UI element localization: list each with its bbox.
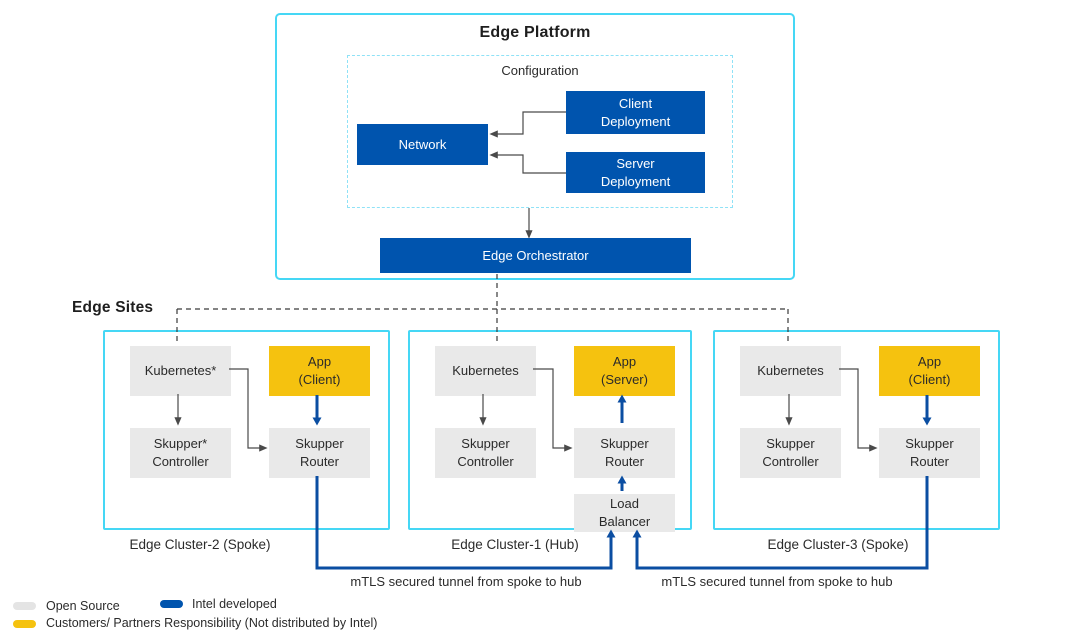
edge-platform-box [275, 13, 795, 280]
cluster-1-box: Kubernetes App (Server) Skupper Controll… [408, 330, 692, 532]
cluster1-load-balancer-node: Load Balancer [574, 494, 675, 532]
tunnel-label-left: mTLS secured tunnel from spoke to hub [350, 574, 582, 589]
cluster-2-box: Kubernetes* App (Client) Skupper* Contro… [103, 330, 390, 530]
cluster-1-label: Edge Cluster-1 (Hub) [451, 537, 579, 552]
legend-customers-label: Customers/ Partners Responsibility (Not … [46, 616, 378, 630]
legend-intel-developed-swatch [160, 600, 183, 608]
cluster-3-box: Kubernetes App (Client) Skupper Controll… [713, 330, 1000, 530]
legend-open-source-label: Open Source [46, 599, 120, 613]
legend-intel-developed-label: Intel developed [192, 597, 277, 611]
cluster1-kubernetes-node: Kubernetes [435, 346, 536, 396]
cluster2-app-client-node: App (Client) [269, 346, 370, 396]
cluster3-skupper-controller-node: Skupper Controller [740, 428, 841, 478]
legend-customers-swatch [13, 620, 36, 628]
configuration-title: Configuration [501, 63, 579, 78]
cluster-2-label: Edge Cluster-2 (Spoke) [129, 537, 271, 552]
cluster1-skupper-controller-node: Skupper Controller [435, 428, 536, 478]
server-deployment-node: Server Deployment [566, 152, 705, 193]
cluster3-app-client-node: App (Client) [879, 346, 980, 396]
legend-open-source-swatch [13, 602, 36, 610]
cluster3-skupper-router-node: Skupper Router [879, 428, 980, 478]
configuration-box [347, 55, 733, 208]
cluster2-skupper-router-node: Skupper Router [269, 428, 370, 478]
tunnel-label-right: mTLS secured tunnel from spoke to hub [661, 574, 893, 589]
cluster1-skupper-router-node: Skupper Router [574, 428, 675, 478]
cluster1-app-server-node: App (Server) [574, 346, 675, 396]
network-node: Network [357, 124, 488, 165]
edge-sites-title: Edge Sites [72, 299, 154, 316]
cluster-3-label: Edge Cluster-3 (Spoke) [767, 537, 909, 552]
cluster2-skupper-controller-node: Skupper* Controller [130, 428, 231, 478]
client-deployment-node: Client Deployment [566, 91, 705, 134]
edge-orchestrator-node: Edge Orchestrator [380, 238, 691, 273]
edge-platform-title: Edge Platform [479, 24, 591, 41]
cluster2-kubernetes-node: Kubernetes* [130, 346, 231, 396]
cluster3-kubernetes-node: Kubernetes [740, 346, 841, 396]
